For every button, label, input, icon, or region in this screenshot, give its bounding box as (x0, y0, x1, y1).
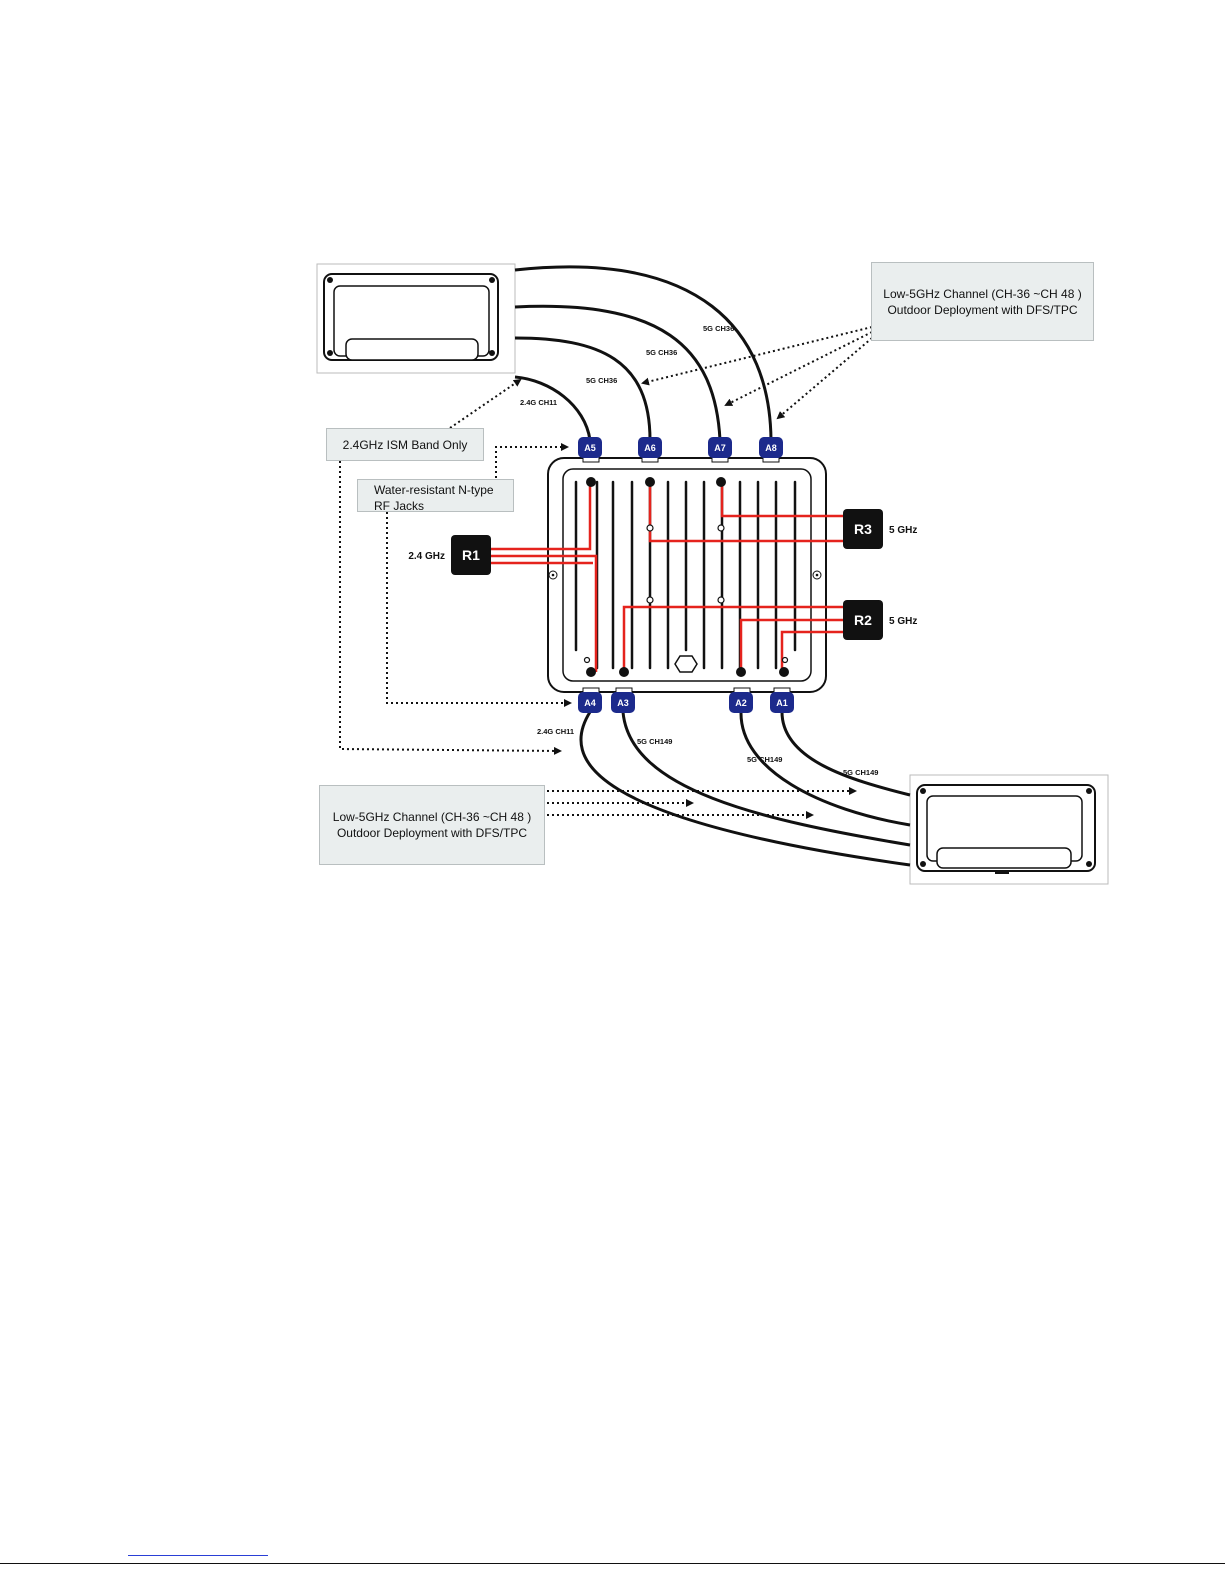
svg-text:A2: A2 (735, 698, 747, 708)
radio-r3: R3 5 GHz (843, 509, 917, 549)
cables-top (514, 265, 773, 441)
cable-label-a3: 5G CH149 (637, 737, 672, 746)
rf-traces (491, 482, 843, 672)
svg-text:A3: A3 (617, 698, 629, 708)
callout-line: Low-5GHz Channel (CH-36 ~CH 48 ) (332, 810, 532, 824)
port-a2: A2 (729, 692, 753, 713)
cable-label-a1: 5G CH149 (843, 768, 878, 777)
svg-text:R3: R3 (854, 521, 872, 537)
ports: A5 A6 A7 A8 A4 A3 A2 A1 (578, 437, 794, 713)
cable-label-a4: 2.4G CH11 (537, 727, 574, 736)
cable-label-a2: 5G CH149 (747, 755, 782, 764)
port-a3: A3 (611, 692, 635, 713)
cable-label-a5: 2.4G CH11 (520, 398, 557, 407)
connection-dots (583, 477, 789, 677)
radio-r2: R2 5 GHz (843, 600, 917, 640)
callout-ism-band: 2.4GHz ISM Band Only (326, 428, 484, 461)
footer-rule (0, 1563, 1225, 1564)
cable-label-a6: 5G CH36 (586, 376, 617, 385)
port-a4: A4 (578, 692, 602, 713)
callout-low5ghz-top: Low-5GHz Channel (CH-36 ~CH 48 ) Outdoor… (871, 262, 1094, 341)
svg-text:A1: A1 (776, 698, 788, 708)
antenna-panel-top (316, 263, 516, 374)
port-a8: A8 (759, 437, 783, 458)
svg-text:A5: A5 (584, 443, 596, 453)
cable-label-a8: 5G CH36 (703, 324, 734, 333)
annotation-arrows (339, 326, 873, 819)
callout-rf-jacks: Water-resistant N-type RF Jacks (357, 479, 514, 513)
port-a6: A6 (638, 437, 662, 458)
svg-text:A4: A4 (584, 698, 596, 708)
callout-line: Water-resistant N-type (374, 483, 494, 497)
svg-text:R1: R1 (462, 547, 480, 563)
footer-link-underline (128, 1555, 268, 1556)
callout-line: Outdoor Deployment with DFS/TPC (336, 826, 528, 840)
port-a1: A1 (770, 692, 794, 713)
callout-low5ghz-bottom: Low-5GHz Channel (CH-36 ~CH 48 ) Outdoor… (319, 785, 545, 865)
radio-r2-freq: 5 GHz (889, 616, 917, 627)
svg-text:R2: R2 (854, 612, 872, 628)
port-a5: A5 (578, 437, 602, 458)
svg-text:A6: A6 (644, 443, 656, 453)
cables-bottom (579, 711, 911, 867)
radio-r1-freq: 2.4 GHz (408, 551, 445, 562)
radio-r1: R1 2.4 GHz (408, 535, 491, 575)
port-a7: A7 (708, 437, 732, 458)
callout-line: Low-5GHz Channel (CH-36 ~CH 48 ) (883, 286, 1082, 301)
cable-labels: 2.4G CH11 5G CH36 5G CH36 5G CH36 2.4G C… (520, 324, 878, 777)
callout-line: RF Jacks (374, 499, 425, 513)
svg-text:A8: A8 (765, 443, 777, 453)
callout-line: Outdoor Deployment with DFS/TPC (887, 302, 1078, 317)
svg-text:A7: A7 (714, 443, 726, 453)
cable-label-a7: 5G CH36 (646, 348, 677, 357)
radio-r3-freq: 5 GHz (889, 525, 917, 536)
antenna-panel-bottom (909, 774, 1109, 885)
callout-line: 2.4GHz ISM Band Only (342, 437, 468, 452)
